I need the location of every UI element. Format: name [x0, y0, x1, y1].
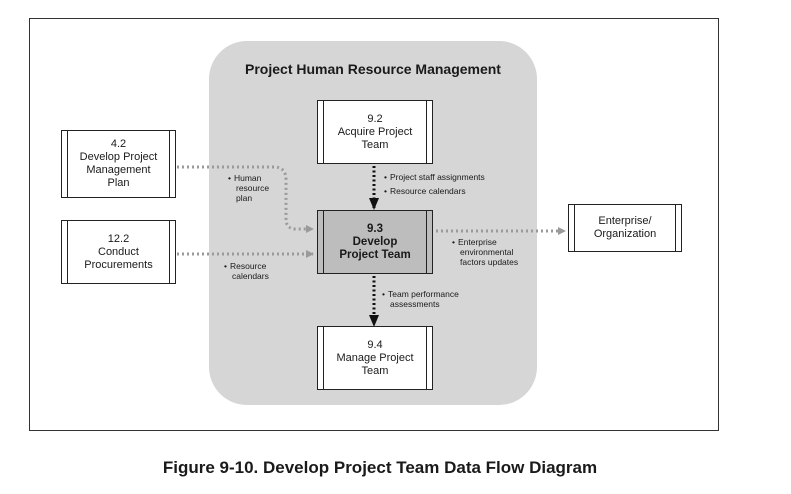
- arrow-pm-plan-to-develop: [177, 165, 314, 233]
- flow-label-line: Enterprise: [452, 237, 518, 247]
- diagram-frame: [29, 18, 719, 431]
- flow-label-line: Resource calendars: [384, 186, 485, 196]
- figure-caption: Figure 9-10. Develop Project Team Data F…: [162, 458, 598, 477]
- process-number: 9.3: [367, 222, 383, 235]
- flow-label-line: Human: [228, 173, 269, 183]
- flow-label-line: resource: [236, 183, 270, 193]
- process-label-line1: Acquire Project: [337, 125, 413, 138]
- process-label-line1: Develop: [352, 235, 398, 248]
- entity-label-line2: Organization: [593, 228, 657, 240]
- process-label-line3: Plan: [107, 177, 130, 189]
- process-develop-project-team: 9.3 Develop Project Team: [317, 210, 433, 274]
- group-title: Project Human Resource Management: [245, 61, 501, 77]
- flow-label-line: Team performance: [382, 289, 459, 299]
- process-label-line2: Management: [86, 164, 151, 176]
- process-develop-pm-plan: 4.2 Develop Project Management Plan: [61, 130, 176, 198]
- process-label-line1: Conduct: [98, 245, 139, 258]
- process-label-line2: Team: [361, 364, 389, 377]
- process-label-line2: Project Team: [339, 248, 411, 261]
- flow-label-line: Project staff assignments: [384, 172, 485, 182]
- process-label-line2: Procurements: [84, 258, 153, 271]
- flow-label-line: calendars: [232, 271, 269, 281]
- process-manage-project-team: 9.4 Manage Project Team: [317, 326, 433, 390]
- entity-label-line1: Enterprise/: [598, 215, 652, 227]
- process-conduct-procurements: 12.2 Conduct Procurements: [61, 220, 176, 284]
- flow-label-line: environmental: [460, 247, 514, 257]
- flow-label-enterprise-updates: Enterprise environmental factors updates: [452, 237, 518, 267]
- process-number: 12.2: [107, 232, 130, 245]
- flow-label-resource-calendars: Resource calendars: [224, 261, 269, 281]
- process-label-line1: Manage Project: [336, 351, 414, 364]
- flow-label-team-assessments: Team performance assessments: [382, 289, 459, 309]
- process-number: 4.2: [110, 138, 127, 150]
- flow-label-hr-plan: Human resource plan: [228, 173, 269, 203]
- flow-label-line: assessments: [390, 299, 440, 309]
- flow-label-line: Resource: [224, 261, 269, 271]
- flow-label-acquire-outputs: Project staff assignments Resource calen…: [384, 172, 485, 196]
- process-number: 9.4: [367, 338, 383, 351]
- process-acquire-project-team: 9.2 Acquire Project Team: [317, 100, 433, 164]
- entity-enterprise-organization: Enterprise/ Organization: [568, 204, 682, 252]
- process-label-line1: Develop Project: [79, 151, 158, 163]
- process-label-line2: Team: [361, 138, 389, 151]
- flow-label-line: factors updates: [460, 257, 519, 267]
- process-number: 9.2: [367, 112, 383, 125]
- flow-label-line: plan: [236, 193, 253, 203]
